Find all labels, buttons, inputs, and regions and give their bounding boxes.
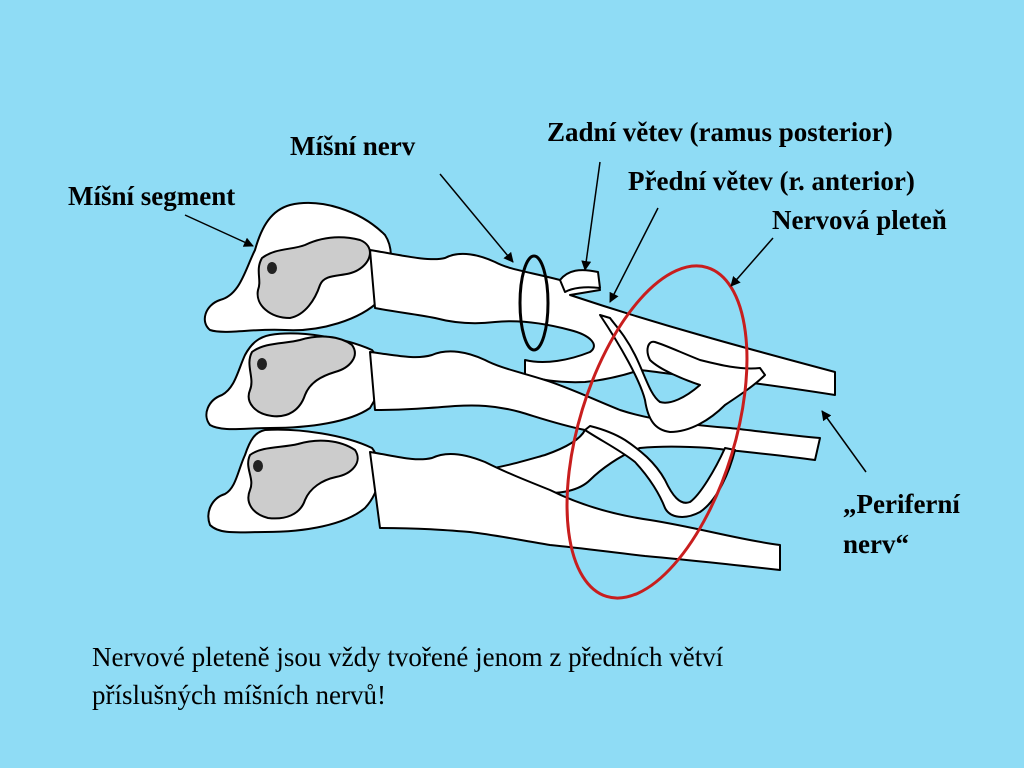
- caption-line-1: Nervové pleteně jsou vždy tvořené jenom …: [92, 642, 724, 672]
- spinal-segment-3: [207, 428, 381, 534]
- label-posterior-branch: Zadní větev (ramus posterior): [547, 117, 893, 147]
- dorsal-ramus-1: [559, 269, 601, 293]
- arrow-spinal-segment: [184, 214, 254, 247]
- label-peripheral-nerve-line1: „Periferní: [843, 489, 960, 519]
- spinal-segment-1: [203, 202, 392, 333]
- label-spinal-nerve: Míšní nerv: [290, 131, 416, 161]
- central-canal-3: [253, 460, 263, 472]
- plexus-ellipse: [565, 264, 749, 600]
- spinal-nerve-2: [369, 350, 821, 494]
- spinal-segment-2: [205, 332, 382, 431]
- nerve-trunks: [369, 249, 836, 571]
- central-canal-2: [257, 358, 267, 370]
- gray-matter-2: [247, 335, 356, 418]
- plexus-loop-upper: [599, 314, 766, 433]
- label-anterior-branch: Přední větev (r. anterior): [628, 166, 915, 196]
- spinal-nerve-3: [369, 451, 781, 571]
- caption: Nervové pleteně jsou vždy tvořené jenom …: [92, 638, 972, 714]
- spinal-nerve-ellipse: [518, 254, 550, 352]
- label-nerve-plexus: Nervová pleteň: [772, 205, 947, 235]
- arrow-anterior-branch: [609, 207, 659, 303]
- label-peripheral-nerve-line2: nerv“: [843, 529, 909, 559]
- arrow-spinal-nerve: [439, 173, 514, 263]
- gray-matter-3: [247, 439, 359, 520]
- arrow-peripheral-nerve: [821, 410, 867, 473]
- arrow-posterior-branch: [581, 161, 601, 271]
- pointer-arrows: [184, 161, 867, 473]
- gray-matter-1: [256, 236, 371, 320]
- label-spinal-segment: Míšní segment: [68, 181, 236, 211]
- caption-line-2: příslušných míšních nervů!: [92, 680, 386, 710]
- plexus-loop-lower: [584, 425, 736, 518]
- arrow-nerve-plexus: [730, 237, 774, 287]
- central-canal-1: [267, 262, 277, 274]
